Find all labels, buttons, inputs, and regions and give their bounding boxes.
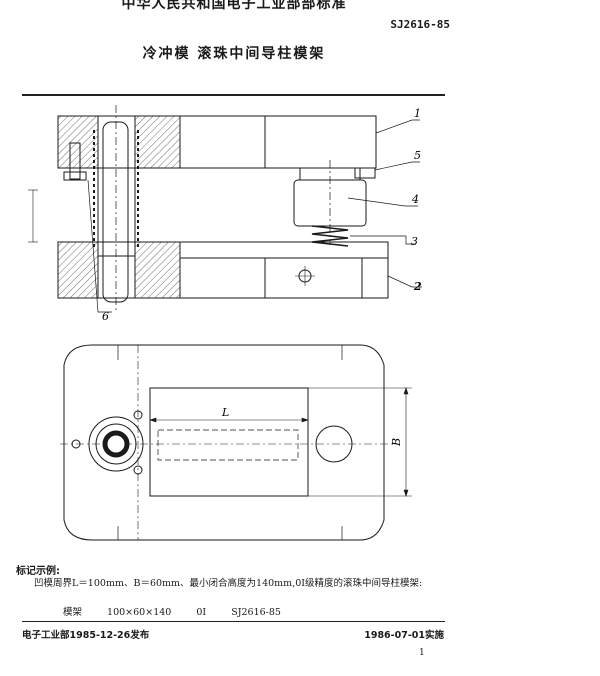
plan-view-outline [63,344,385,541]
marking-grade: 0Ⅰ [196,607,207,618]
part-label: 3 [411,235,418,248]
dimension-B [308,387,412,497]
marking-example: 模架 100×60×140 0Ⅰ SJ2616-85 [63,604,303,618]
effective-date: 1986-07-01实施 [364,630,444,641]
header-rule [22,94,445,96]
marking-name: 模架 [63,607,83,618]
mounting-holes [71,410,143,475]
document-title: 冷冲模 滚珠中间导柱模架 [142,46,326,62]
marking-heading: 标记示例: [16,566,60,577]
part-label: 5 [414,149,421,162]
guide-post-plan [315,425,353,463]
screw [63,142,87,181]
footer-rule [22,621,445,622]
part-label: 6 [102,310,109,323]
ball-cage [93,130,139,250]
dimension-label-L: L [221,406,229,419]
middle-guide-post [293,160,376,245]
dimension-label-B: B [390,438,403,447]
part-label: 2 [413,280,422,293]
spring [311,225,349,247]
standard-code: SJ2616-85 [390,18,450,31]
guide-bushing-plan [88,416,144,472]
guide-sleeve [97,105,136,310]
marking-description: 凹模周界L＝100mm、B＝60mm、最小闭合高度为140mm,0Ⅰ级精度的滚珠… [34,578,423,589]
marking-standard: SJ2616-85 [231,607,281,618]
part-label: 1 [414,107,421,120]
upper-die-plate [57,115,377,169]
page-number: 1 [419,648,425,658]
part-label: 4 [411,193,419,206]
marking-size: 100×60×140 [107,607,172,618]
issuer-heading: 中华人民共和国电子工业部部标准 [121,0,347,12]
issue-date: 电子工业部1985-12-26发布 [22,630,150,641]
dimension-L [149,417,309,423]
technical-drawing: 1 5 4 3 2 6 L B [28,105,422,541]
height-dimension [28,189,38,243]
lower-die-plate [57,241,389,299]
